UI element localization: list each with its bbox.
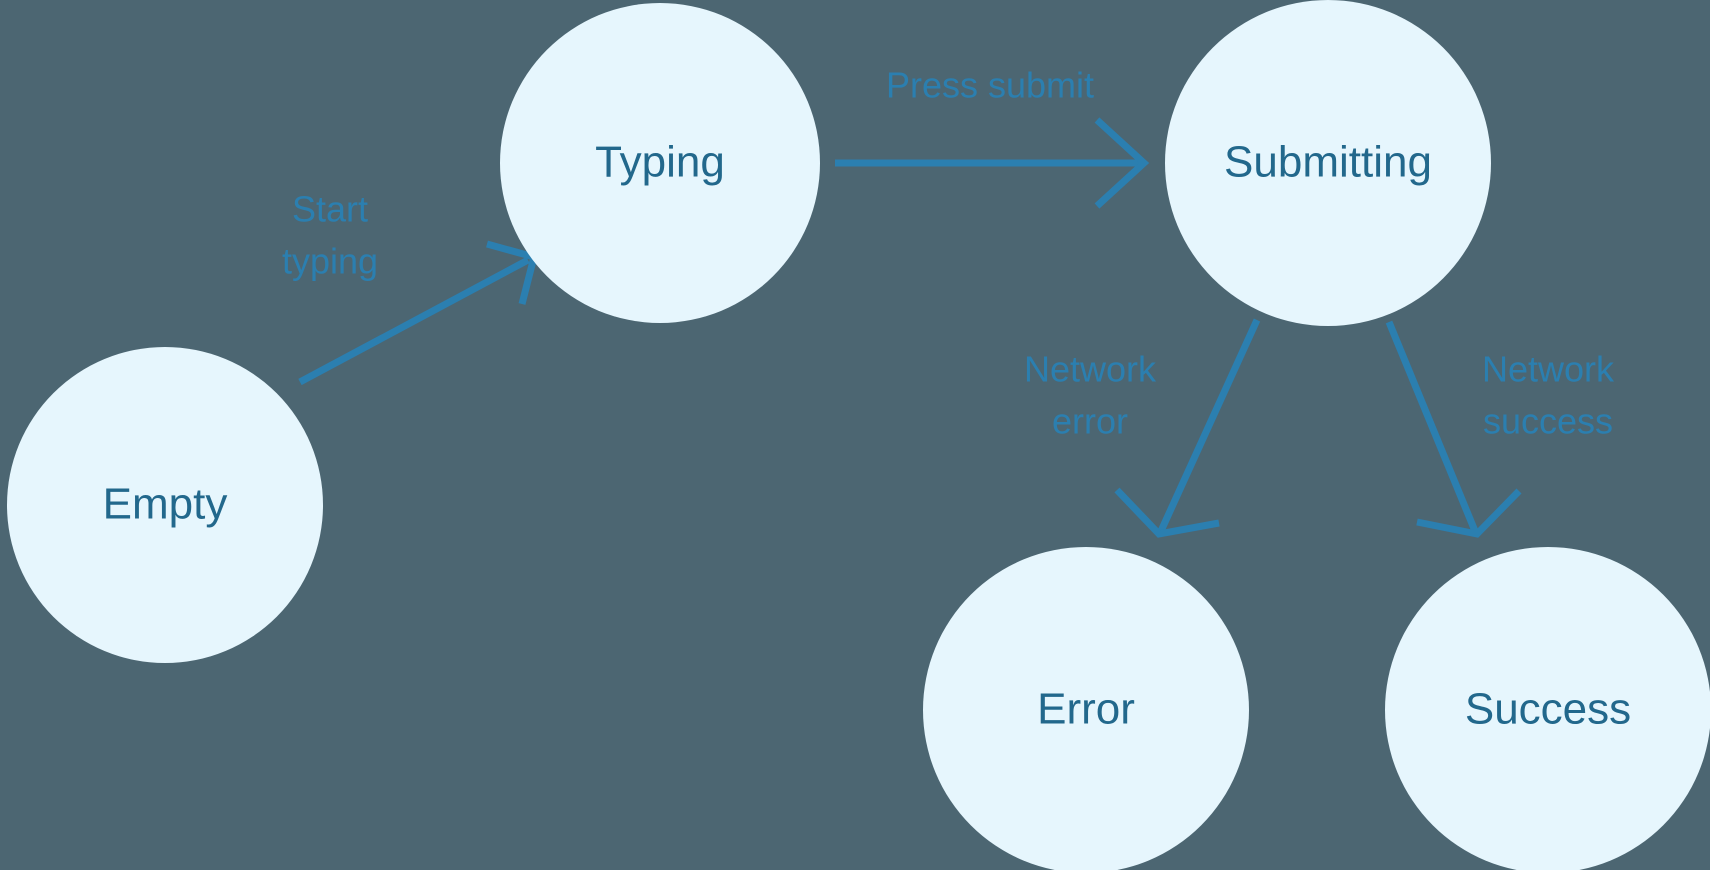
arrowhead-submitting-to-error — [1114, 487, 1220, 538]
state-node-error[interactable]: Error — [923, 547, 1249, 870]
state-node-error-label: Error — [1037, 685, 1135, 734]
edge-label-start-typing-line2: typing — [282, 241, 378, 282]
state-node-empty-label: Empty — [103, 480, 228, 529]
state-node-success-circle[interactable] — [1385, 547, 1710, 870]
arrowhead-empty-to-typing — [486, 240, 539, 305]
state-node-success[interactable]: Success — [1385, 547, 1710, 870]
edge-label-network-error-line2: error — [1052, 401, 1128, 442]
state-node-typing-circle[interactable] — [500, 3, 820, 323]
edge-typing-to-submitting: Press submit — [835, 65, 1150, 209]
state-node-typing-label: Typing — [595, 138, 725, 187]
state-node-typing[interactable]: Typing — [500, 3, 820, 323]
edge-empty-to-typing: Start typing — [282, 189, 539, 386]
edge-label-network-success-line1: Network — [1482, 349, 1615, 390]
state-node-submitting[interactable]: Submitting — [1165, 0, 1491, 326]
state-node-submitting-circle[interactable] — [1165, 0, 1491, 326]
arrowhead-submitting-to-success — [1416, 488, 1522, 538]
edge-label-press-submit: Press submit — [886, 65, 1094, 106]
arrowhead-typing-to-submitting — [1094, 117, 1150, 209]
edge-line-submitting-to-success — [1385, 320, 1479, 533]
state-node-success-label: Success — [1465, 685, 1631, 734]
edge-label-network-success-line2: success — [1483, 401, 1613, 442]
state-node-empty-circle[interactable] — [7, 347, 323, 663]
state-node-error-circle[interactable] — [923, 547, 1249, 870]
edge-submitting-to-success: Network success — [1385, 320, 1615, 538]
edge-line-empty-to-typing — [298, 256, 530, 386]
edge-label-network-error-line1: Network — [1024, 349, 1157, 390]
edge-label-start-typing-line1: Start — [292, 189, 368, 230]
state-node-submitting-label: Submitting — [1224, 138, 1432, 187]
edge-submitting-to-error: Network error — [1024, 318, 1261, 538]
edge-line-submitting-to-error — [1157, 318, 1261, 533]
state-node-empty[interactable]: Empty — [7, 347, 323, 663]
